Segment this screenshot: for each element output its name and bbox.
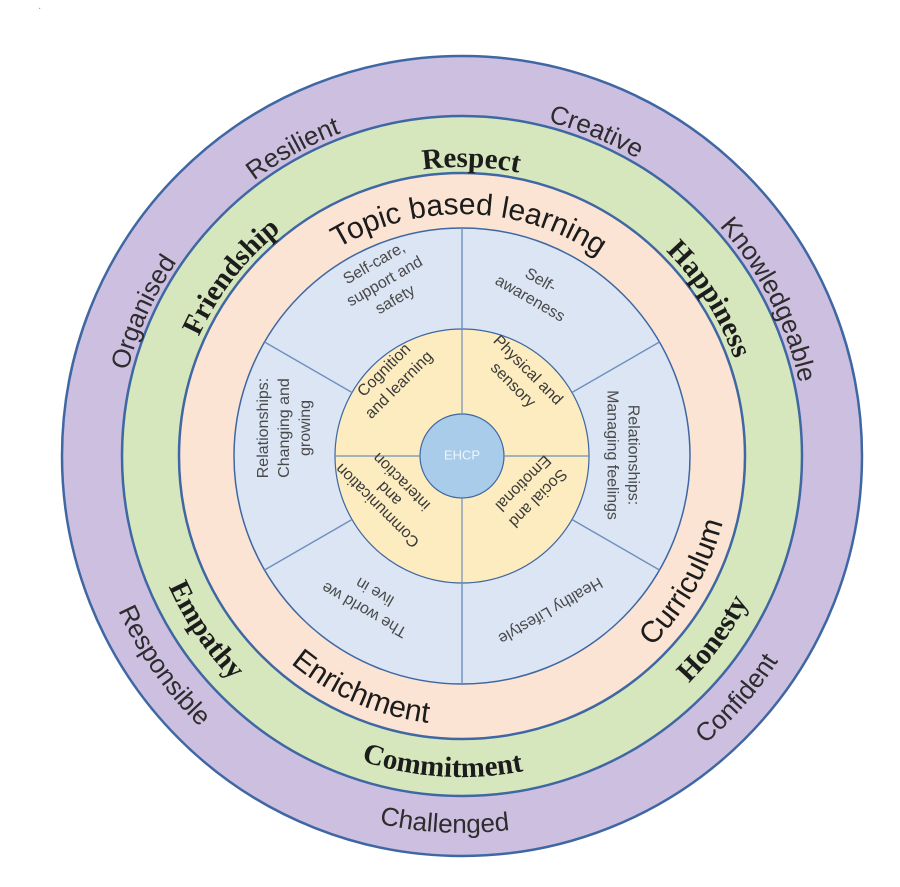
center-label-ehcp: EHCP	[444, 447, 480, 462]
segment-divider	[571, 341, 660, 394]
segment-label-5-line: Relationships:	[255, 378, 272, 479]
segment-dividers	[264, 228, 660, 684]
value-word-respect: Respect	[420, 142, 524, 180]
segment-label-2-line: Relationships:	[624, 405, 641, 506]
segment-label-5-line: growing	[297, 400, 314, 456]
segment-divider	[264, 518, 353, 571]
stray-mark: ·	[38, 4, 42, 15]
segment-label-2: Relationships:Managing feelings	[603, 390, 641, 520]
segment-label-5-line: Changing and	[276, 378, 293, 478]
segment-divider	[264, 341, 353, 394]
rings-group	[60, 54, 864, 858]
segment-label-2-line: Managing feelings	[603, 390, 620, 520]
segment-divider	[571, 518, 660, 571]
